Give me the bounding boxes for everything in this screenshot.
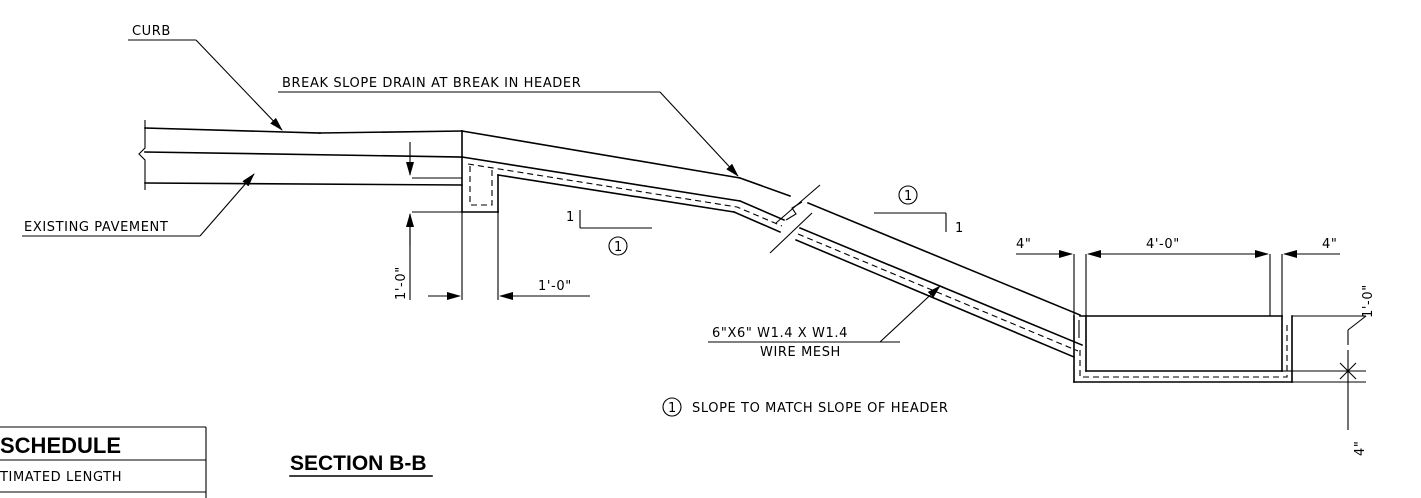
slope-marker-left: [579, 210, 652, 256]
right-base-dim: 4": [1353, 441, 1368, 456]
channel-geometry: [1073, 315, 1293, 383]
wire-mesh-spec: 6"X6" W1.4 X W1.4: [712, 326, 848, 341]
existing-pavement-geometry: [138, 120, 463, 190]
curb-label: CURB: [132, 24, 171, 39]
note-text: SLOPE TO MATCH SLOPE OF HEADER: [692, 401, 948, 416]
header-block-geometry: [461, 130, 499, 213]
slope-marker-right: [874, 185, 947, 232]
break-slope-label: BREAK SLOPE DRAIN AT BREAK IN HEADER: [282, 76, 581, 91]
slope-drain-top: [461, 130, 1082, 317]
section-title: SECTION B-B: [290, 452, 427, 475]
channel-top-dimensions: [1016, 250, 1340, 316]
wire-mesh-label: WIRE MESH: [760, 345, 841, 360]
curb-leader: [128, 39, 283, 131]
left-depth-dim: 1'-0": [394, 266, 409, 300]
channel-right-dimensions: [1282, 315, 1367, 430]
slope-rise-left: 1: [566, 210, 575, 225]
slope-run-right: 1: [904, 189, 913, 204]
note-number: 1: [668, 401, 677, 416]
wire-mesh-leader: [708, 285, 941, 343]
left-dimensions: [406, 142, 590, 300]
schedule-table: [0, 426, 207, 498]
slope-run-left: 1: [614, 240, 623, 255]
wall-right-dim: 4": [1322, 237, 1337, 252]
schedule-column: TIMATED LENGTH: [0, 470, 122, 485]
existing-pavement-leader: [22, 173, 255, 237]
schedule-title: SCHEDULE: [0, 433, 121, 458]
existing-pavement-label: EXISTING PAVEMENT: [24, 220, 168, 235]
left-width-dim: 1'-0": [538, 279, 572, 294]
right-depth-dim: 1'-0": [1361, 284, 1376, 318]
break-lines: [769, 184, 821, 254]
channel-width-dim: 4'-0": [1146, 237, 1180, 252]
note-circle: [662, 397, 682, 417]
wall-left-dim: 4": [1016, 237, 1031, 252]
break-slope-leader: [278, 91, 739, 177]
slope-rise-right: 1: [955, 221, 964, 236]
